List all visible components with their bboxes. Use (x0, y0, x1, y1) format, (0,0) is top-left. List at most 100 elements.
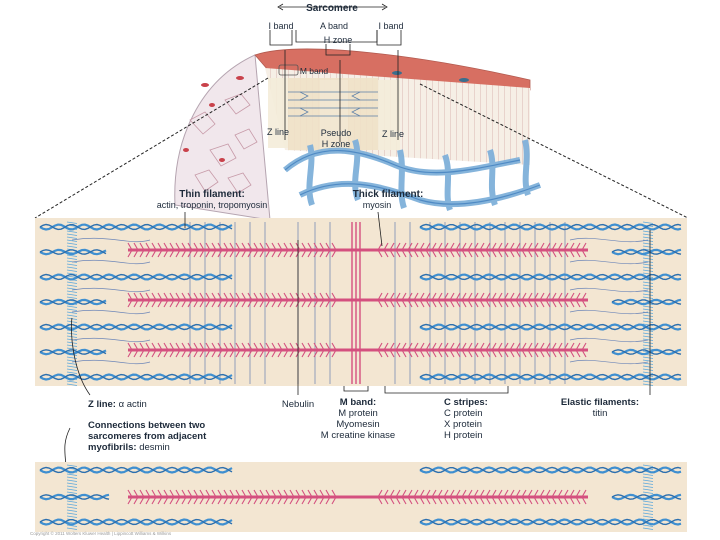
thin-filament (39, 373, 233, 381)
z-disc-line (66, 221, 78, 224)
thick-filament-head (389, 242, 395, 258)
sarcomere-detail (39, 221, 682, 386)
thin-filament (419, 466, 682, 474)
thick-filament-head (133, 342, 139, 358)
thin-filament (611, 494, 682, 500)
c-stripes-label: C stripes: (444, 397, 488, 408)
band-brackets (269, 3, 402, 142)
thick-filament-head (217, 242, 223, 258)
thin-filament (611, 348, 682, 356)
thick-filament-head (313, 292, 319, 308)
z-disc-line (642, 524, 654, 527)
z-disc-line (66, 509, 78, 512)
z-disc-line (642, 233, 654, 236)
thin-filament (39, 248, 107, 256)
thick-filament-head (461, 342, 467, 358)
thick-filament-head (187, 292, 193, 308)
thin-filament (419, 518, 682, 526)
z-disc-line (642, 482, 654, 485)
thick-filament-head (199, 489, 205, 505)
thick-filament-head (485, 292, 491, 308)
thick-filament-head (307, 342, 313, 358)
m-band-top-label: M band (300, 66, 329, 76)
z-disc-line (642, 371, 654, 374)
thick-filament-head (419, 342, 425, 358)
thick-filament-head (235, 242, 241, 258)
thin-filament (39, 249, 107, 255)
thin-filament (39, 273, 233, 281)
z-disc-line (642, 230, 654, 233)
thick-filament-head (521, 292, 527, 308)
z-disc-line (66, 491, 78, 494)
thick-filament-head (331, 292, 337, 308)
muscle-fiber-illustration: Sarcomere I band A band I band H zone M … (174, 3, 542, 221)
thick-filament-head (467, 342, 473, 358)
z-disc-line (66, 269, 78, 272)
thick-filament-head (217, 489, 223, 505)
z-disc-line (66, 347, 78, 350)
thick-filament-head (271, 489, 277, 505)
thick-filament-head (205, 242, 211, 258)
thick-filament-head (407, 342, 413, 358)
connections-label-3: myofibrils: desmin (88, 442, 170, 453)
thick-filament-head (277, 242, 283, 258)
thick-filament-head (401, 292, 407, 308)
thin-filament (39, 373, 233, 381)
z-disc-line (642, 341, 654, 344)
thick-filament-head (527, 242, 533, 258)
thin-filament (611, 248, 682, 256)
thick-filament-head (163, 292, 169, 308)
z-disc-line (66, 329, 78, 332)
thick-filament-head (163, 342, 169, 358)
thick-filament-head (557, 342, 563, 358)
thick-filament-head (431, 342, 437, 358)
thick-filament-head (455, 242, 461, 258)
thick-filament-head (157, 489, 163, 505)
z-disc-line (642, 485, 654, 488)
thick-filament-head (527, 292, 533, 308)
thick-filament-head (145, 292, 151, 308)
thick-filament-head (551, 342, 557, 358)
z-disc-line (66, 272, 78, 275)
thick-filament-head (503, 242, 509, 258)
thick-filament-head (313, 342, 319, 358)
z-disc-line (66, 296, 78, 299)
thin-filament (39, 518, 233, 526)
thick-filament-head (295, 489, 301, 505)
connections-label-2: sarcomeres from adjacent (88, 431, 207, 442)
thick-filament-head (319, 342, 325, 358)
thick-filament-head (467, 489, 473, 505)
thick-filament-head (229, 292, 235, 308)
thick-filament-head (425, 342, 431, 358)
thick-filament-head (223, 292, 229, 308)
thick-filament-head (569, 292, 575, 308)
thick-filament-head (271, 342, 277, 358)
thick-filament-head (217, 292, 223, 308)
z-disc-line (66, 482, 78, 485)
thick-filament-head (431, 489, 437, 505)
m-band-label: M band: (339, 397, 377, 408)
thick-filament-head (229, 342, 235, 358)
thick-filament-head (497, 242, 503, 258)
thick-filament-head (437, 242, 443, 258)
thick-filament-head (491, 242, 497, 258)
titin-filament (71, 337, 151, 343)
z-disc-line (66, 335, 78, 338)
thick-filament-head (211, 489, 217, 505)
z-disc-line (642, 365, 654, 368)
z-disc-line (642, 260, 654, 263)
thick-filament-head (533, 242, 539, 258)
thick-filament-head (241, 292, 247, 308)
thick-filament-head (437, 489, 443, 505)
thin-filament (39, 466, 233, 474)
z-disc-line (642, 476, 654, 479)
thick-filament-head (443, 342, 449, 358)
thick-filament-head (193, 489, 199, 505)
z-disc-line (642, 317, 654, 320)
thick-filament-head (491, 342, 497, 358)
thick-filament-head (395, 489, 401, 505)
thick-filament-head (545, 342, 551, 358)
thick-filament-head (205, 489, 211, 505)
z-disc-line (66, 383, 78, 386)
thick-filament-head (205, 292, 211, 308)
